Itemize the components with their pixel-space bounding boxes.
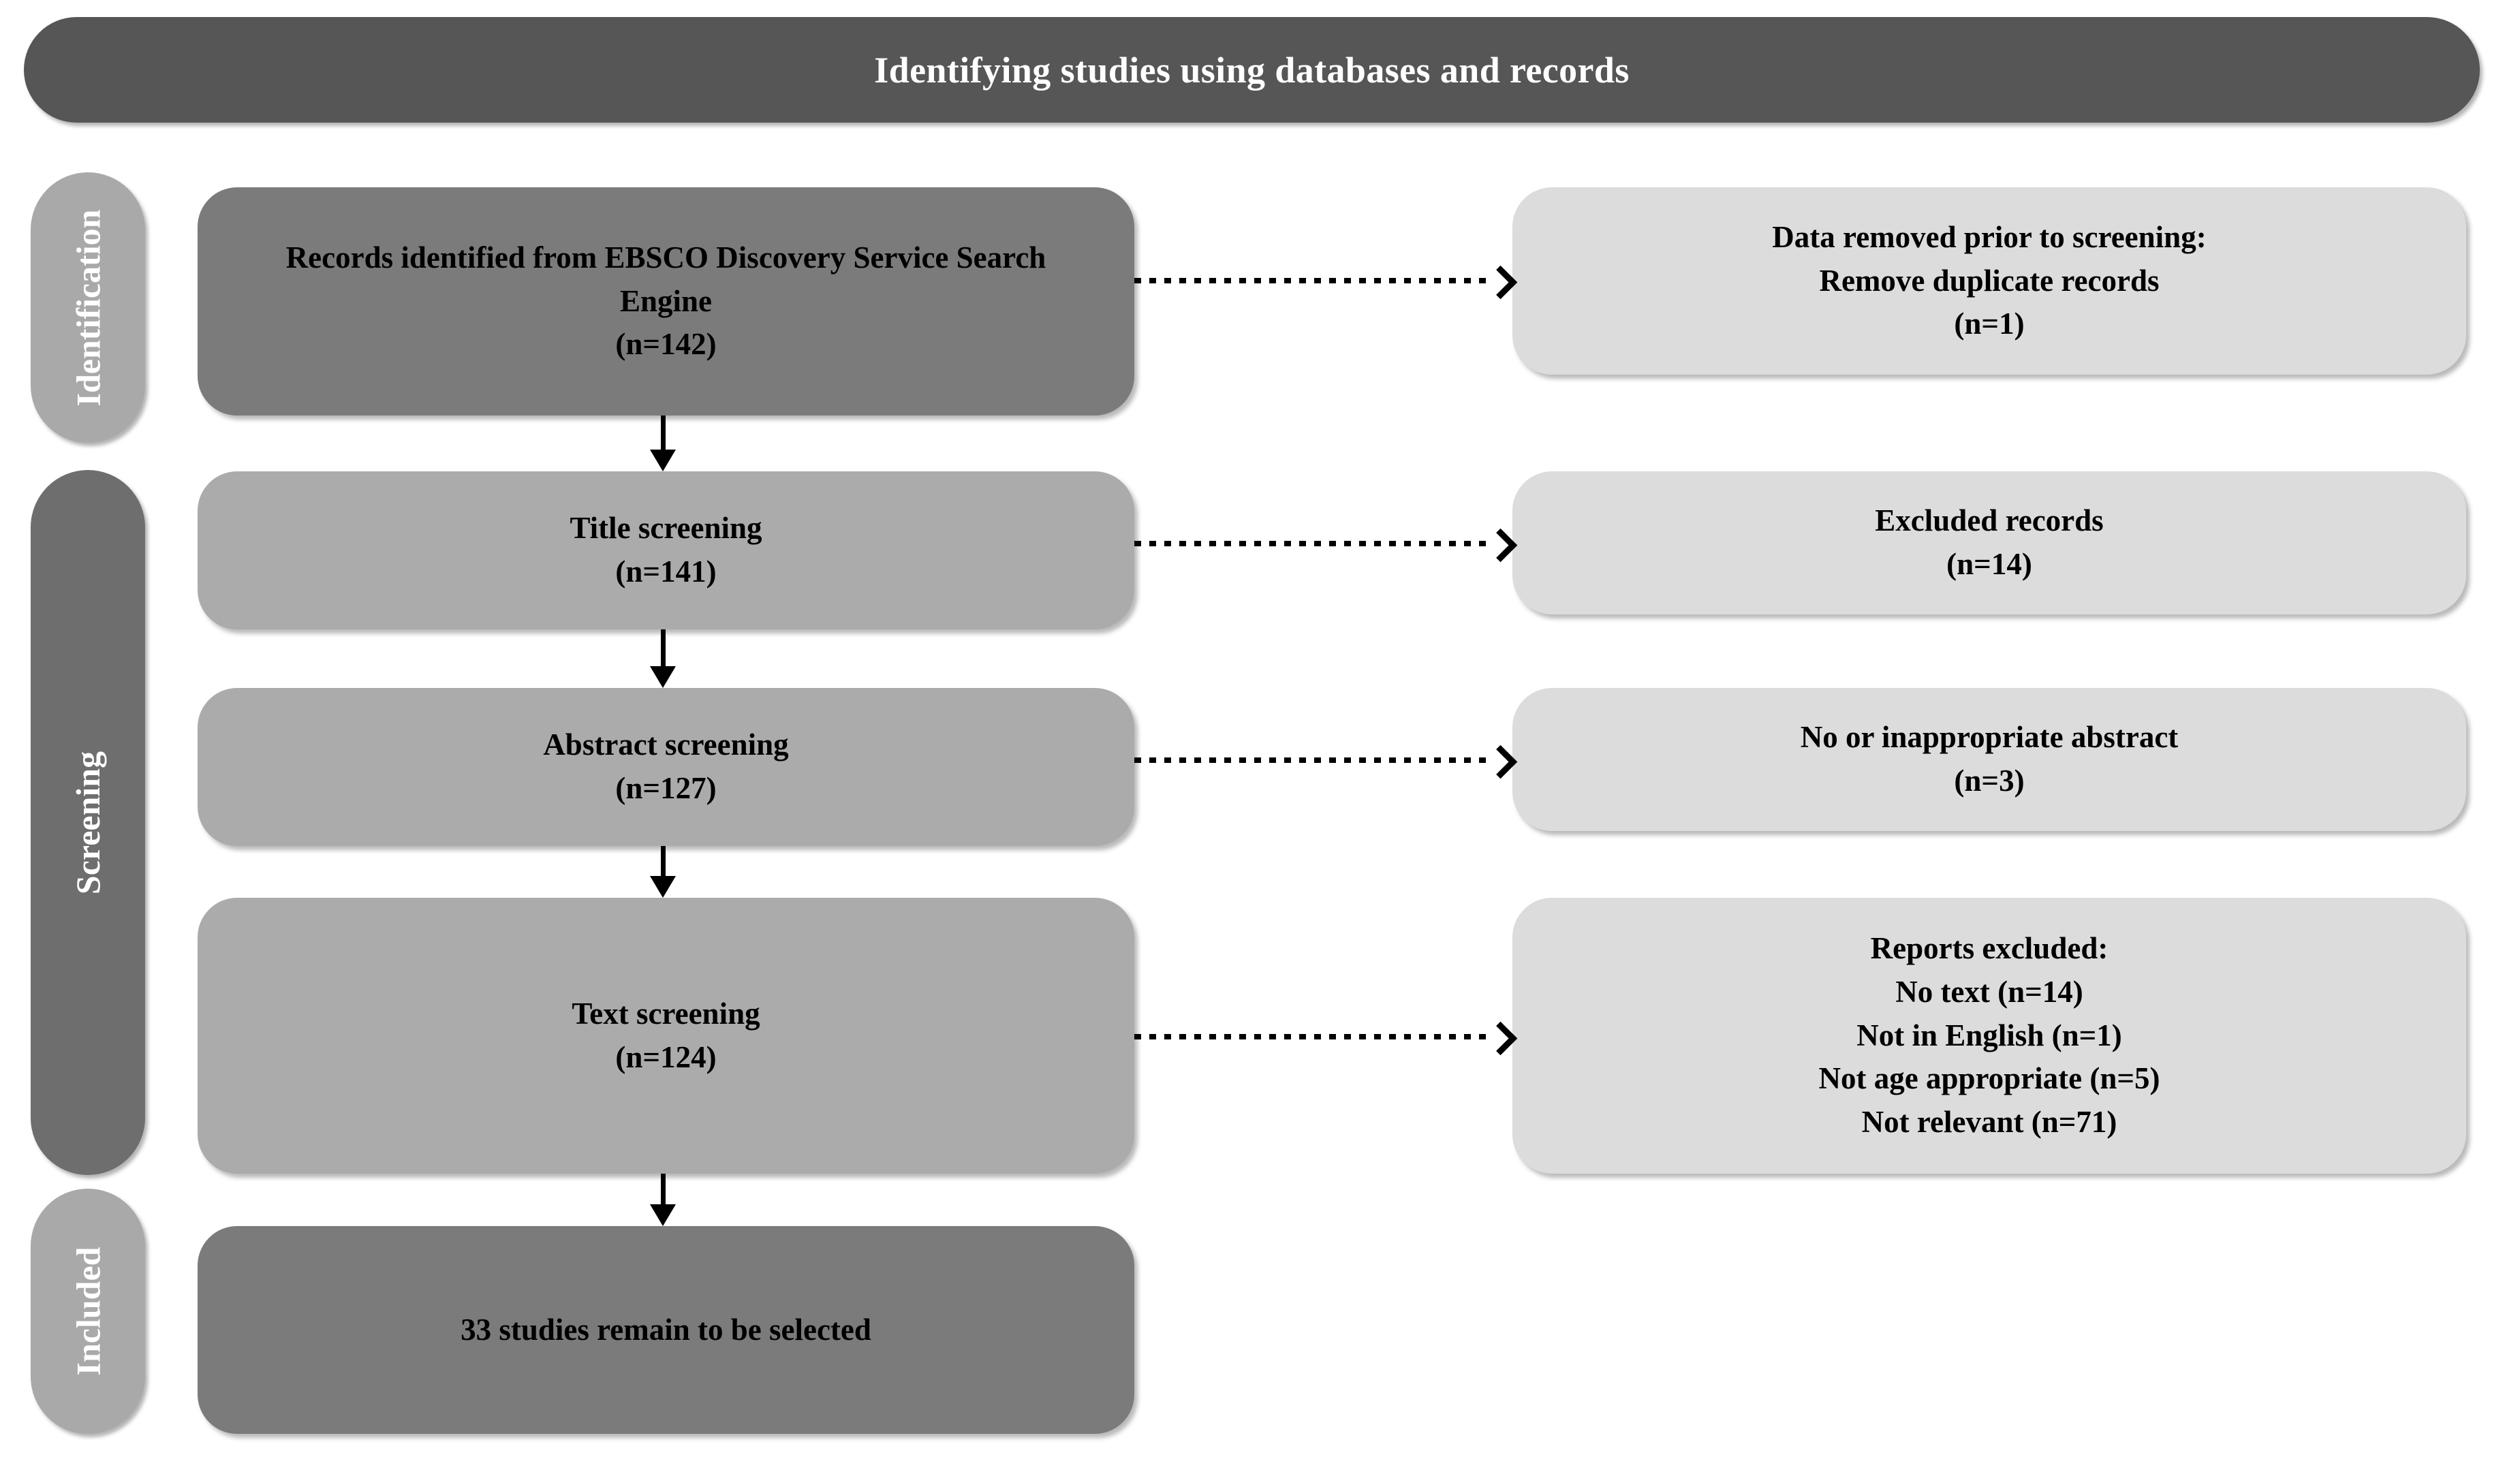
arrow-shaft bbox=[661, 629, 666, 668]
diagram-header-banner: Identifying studies using databases and … bbox=[24, 17, 2480, 123]
flow-box-line: (n=142) bbox=[615, 327, 717, 362]
arrow-shaft bbox=[661, 846, 666, 877]
flow-box-text-screening: Text screening (n=124) bbox=[198, 898, 1134, 1174]
flow-box-line: Excluded records bbox=[1875, 503, 2104, 538]
flow-box-line: Text screening bbox=[572, 996, 760, 1031]
arrow-dotted-line bbox=[1134, 757, 1487, 763]
arrow-dotted-line bbox=[1134, 1034, 1487, 1039]
arrow-dotted-line bbox=[1134, 278, 1487, 283]
flow-box-line: Not age appropriate (n=5) bbox=[1818, 1061, 2160, 1096]
flow-box-records-identified: Records identified from EBSCO Discovery … bbox=[198, 187, 1134, 416]
arrow-dotted-line bbox=[1134, 541, 1487, 546]
stage-label-screening: Screening bbox=[69, 751, 107, 894]
dotted-right-arrow-icon bbox=[1134, 1021, 1518, 1056]
flow-box-line: Records identified from EBSCO Discovery … bbox=[285, 240, 1046, 275]
flow-box-line: Not in English (n=1) bbox=[1856, 1018, 2122, 1052]
flow-box-reports-excluded: Reports excluded: No text (n=14) Not in … bbox=[1512, 898, 2466, 1174]
flow-box-line: Data removed prior to screening: bbox=[1772, 219, 2207, 254]
down-arrow-icon bbox=[650, 846, 676, 898]
flow-box-line: Title screening bbox=[570, 511, 762, 546]
dotted-right-arrow-icon bbox=[1134, 528, 1518, 563]
arrow-head bbox=[650, 1204, 676, 1226]
down-arrow-icon bbox=[650, 629, 676, 688]
dotted-right-arrow-icon bbox=[1134, 745, 1518, 779]
flow-box-line: (n=141) bbox=[615, 554, 717, 589]
stage-pill-screening: Screening bbox=[31, 470, 145, 1175]
down-arrow-icon bbox=[650, 1174, 676, 1226]
flow-box-line: (n=124) bbox=[615, 1039, 717, 1074]
down-arrow-icon bbox=[650, 416, 676, 471]
arrow-head bbox=[650, 876, 676, 898]
flow-box-line: 33 studies remain to be selected bbox=[461, 1312, 871, 1347]
flow-box-line: Engine bbox=[619, 283, 713, 318]
flow-box-line: No or inappropriate abstract bbox=[1800, 720, 2179, 755]
flow-box-line: Not relevant (n=71) bbox=[1861, 1105, 2117, 1140]
arrow-shaft bbox=[661, 1174, 666, 1206]
flow-box-no-or-inappropriate-abstract: No or inappropriate abstract (n=3) bbox=[1512, 688, 2466, 831]
flow-box-line: (n=3) bbox=[1954, 764, 2025, 798]
flow-box-line: Remove duplicate records bbox=[1819, 263, 2160, 298]
flow-box-title-screening: Title screening (n=141) bbox=[198, 471, 1134, 629]
dotted-right-arrow-icon bbox=[1134, 265, 1518, 300]
stage-label-identification: Identification bbox=[69, 209, 107, 406]
flow-box-line: (n=127) bbox=[615, 771, 717, 805]
flow-box-line: (n=14) bbox=[1946, 547, 2032, 581]
flow-box-line: Reports excluded: bbox=[1870, 930, 2109, 965]
flow-box-excluded-records: Excluded records (n=14) bbox=[1512, 471, 2466, 614]
flow-box-line: (n=1) bbox=[1954, 307, 2025, 341]
page-title: Identifying studies using databases and … bbox=[874, 49, 1630, 91]
flow-box-studies-included: 33 studies remain to be selected bbox=[198, 1226, 1134, 1434]
arrow-head bbox=[650, 666, 676, 688]
arrow-head bbox=[650, 450, 676, 471]
arrow-shaft bbox=[661, 416, 666, 451]
stage-pill-included: Included bbox=[31, 1189, 145, 1434]
flow-box-data-removed: Data removed prior to screening: Remove … bbox=[1512, 187, 2466, 375]
stage-label-included: Included bbox=[69, 1247, 107, 1376]
flow-box-line: Abstract screening bbox=[543, 727, 789, 762]
stage-pill-identification: Identification bbox=[31, 172, 145, 443]
flow-box-abstract-screening: Abstract screening (n=127) bbox=[198, 688, 1134, 846]
flow-box-line: No text (n=14) bbox=[1895, 974, 2083, 1009]
